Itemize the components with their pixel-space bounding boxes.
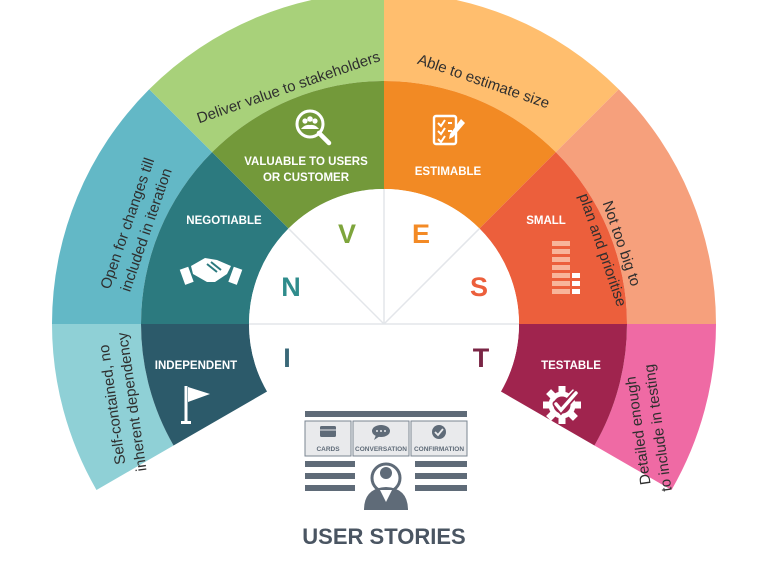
card-line-left-1: [305, 461, 355, 467]
user-avatar-icon: [364, 462, 408, 510]
gear-tooth: [558, 386, 566, 394]
letter-i: I: [283, 343, 291, 373]
card-line-right-1: [415, 461, 467, 467]
card-tab-cards-label: CARDS: [316, 446, 340, 453]
bar-stack-icon: [552, 241, 580, 294]
check-circle-icon: [432, 425, 446, 439]
outer-ring-independent: [51, 324, 174, 490]
center-spoke: [288, 228, 385, 325]
inner-ring-estimable: [384, 81, 556, 229]
outer-ring-estimable: [384, 0, 619, 153]
speech-bubble-icon: [372, 425, 390, 440]
user-story-card: CARDS CONVERSATION CONFIRMATION: [304, 411, 468, 510]
card-line-left-2: [305, 473, 355, 479]
checklist-icon: [432, 114, 465, 146]
diagram-title: USER STORIES: [302, 524, 465, 549]
card-tab-conversation: CONVERSATION: [352, 420, 410, 457]
center-wedge-valuable: [288, 189, 384, 324]
flag-icon: [181, 386, 210, 424]
label-small: SMALL: [526, 215, 566, 227]
segment-estimable: [384, 0, 619, 324]
card-line-right-2: [415, 473, 467, 479]
card-top-bar: [305, 411, 467, 417]
card-line-right-3: [415, 485, 467, 491]
center-wedge-small: [384, 228, 519, 324]
card-tab-cards: CARDS: [304, 420, 352, 457]
card-tab-confirmation-label: CONFIRMATION: [414, 446, 464, 453]
segment-small: [384, 89, 716, 325]
outer-ring-testable: [594, 324, 716, 490]
outer-ring-small: [555, 89, 716, 325]
card-line-left-3: [305, 485, 355, 491]
label-valuable-line1: VALUABLE TO USERS: [244, 156, 368, 168]
card-stack-icon: [320, 426, 336, 437]
label-independent: INDEPENDENT: [155, 360, 237, 372]
card-tab-confirmation: CONFIRMATION: [410, 420, 468, 457]
label-estimable: ESTIMABLE: [415, 166, 482, 178]
gear-check-icon: [543, 386, 581, 424]
people-search-icon: [295, 109, 332, 146]
label-negotiable: NEGOTIABLE: [186, 215, 262, 227]
center-wedge-estimable: [384, 189, 480, 324]
center-wedge-testable: [384, 324, 519, 392]
label-valuable-line2: OR CUSTOMER: [263, 172, 350, 184]
card-tab-conversation-label: CONVERSATION: [355, 446, 407, 453]
segment-independent: [51, 324, 384, 490]
inner-ring-testable: [500, 324, 627, 446]
segment-negotiable: [52, 89, 384, 325]
inner-ring-valuable: [212, 81, 384, 229]
segment-valuable: [149, 0, 384, 324]
center-wedge-independent: [249, 324, 384, 392]
segment-testable: [384, 324, 716, 490]
inner-ring-negotiable: [141, 152, 289, 324]
center-spoke: [383, 228, 480, 325]
inner-ring-small: [479, 152, 627, 324]
letter-s: S: [470, 272, 488, 302]
letter-e: E: [412, 219, 430, 249]
center-dividers: [249, 189, 519, 325]
handshake-icon: [179, 258, 243, 285]
label-testable: TESTABLE: [541, 360, 601, 372]
letter-v: V: [338, 219, 356, 249]
outer-ring-valuable: [149, 0, 384, 153]
gear-tooth: [558, 416, 566, 424]
inner-ring-independent: [141, 324, 268, 446]
letter-t: T: [473, 343, 490, 373]
outer-ring-negotiable: [52, 89, 213, 325]
letter-n: N: [281, 272, 301, 302]
center-wedge-negotiable: [249, 228, 384, 324]
